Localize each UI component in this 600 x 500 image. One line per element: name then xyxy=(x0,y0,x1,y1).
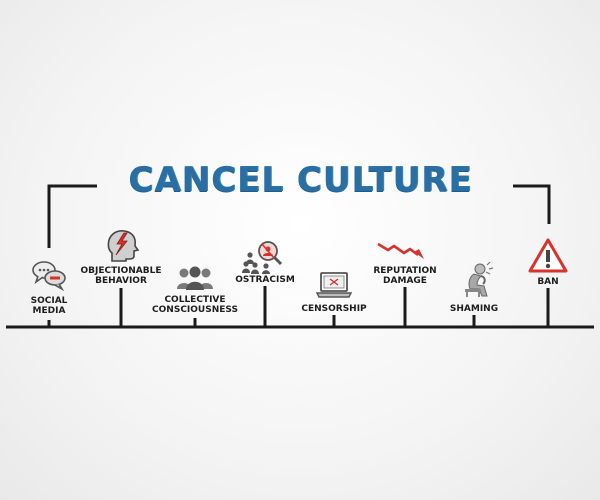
group-people-icon xyxy=(177,266,213,290)
label-ostracism: OSTRACISM xyxy=(235,275,295,285)
label-collective-consciousness: COLLECTIVE CONSCIOUSNESS xyxy=(152,295,238,315)
label-reputation-damage: REPUTATION DAMAGE xyxy=(373,266,437,286)
label-shaming: SHAMING xyxy=(449,304,499,314)
sad-person-icon xyxy=(465,262,494,297)
page-title: CANCEL CULTURE xyxy=(128,160,473,200)
magnifier-person-icon xyxy=(242,241,283,274)
label-social-media: SOCIAL MEDIA xyxy=(30,296,68,316)
falling-arrow-icon xyxy=(377,242,424,259)
label-ban: BAN xyxy=(537,277,559,287)
title-bracket-left xyxy=(47,184,97,248)
label-censorship: CENSORSHIP xyxy=(301,304,367,314)
head-lightning-icon xyxy=(107,230,140,262)
label-objectionable-behavior: OBJECTIONABLE BEHAVIOR xyxy=(80,266,162,286)
speech-bubbles-icon xyxy=(32,261,66,291)
title-bracket-right xyxy=(513,184,551,224)
warning-triangle-icon xyxy=(528,238,568,273)
laptop-icon xyxy=(316,272,352,298)
